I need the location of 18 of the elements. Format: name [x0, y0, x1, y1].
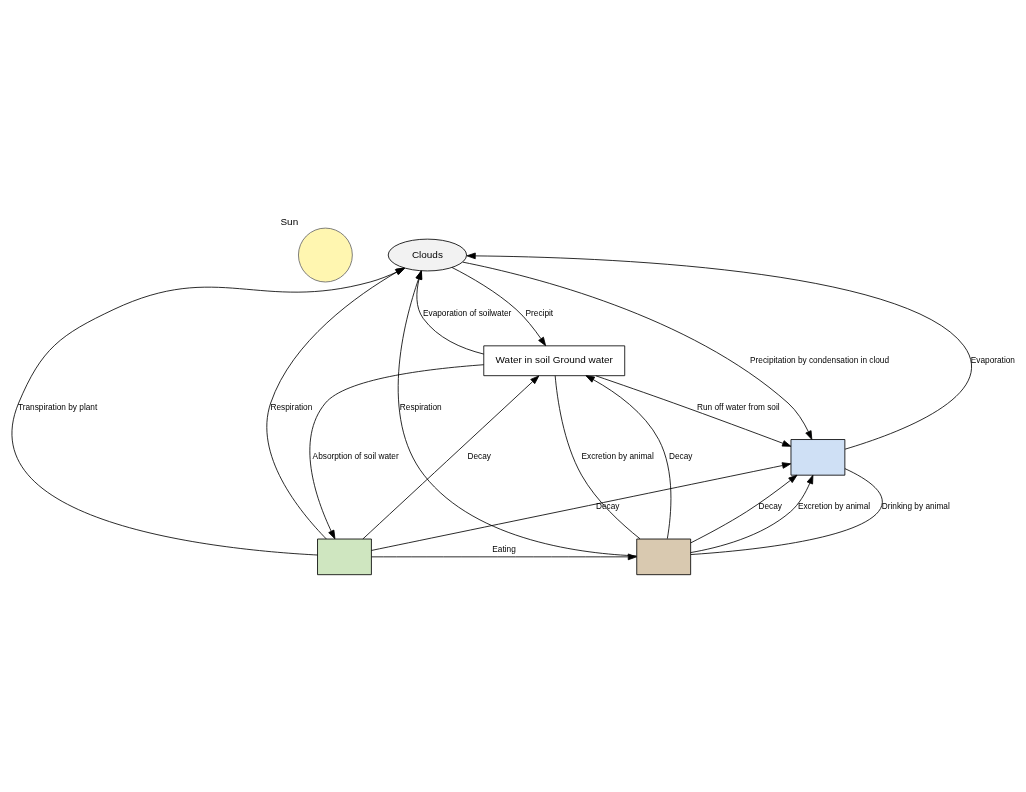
edge-label: Excretion by animal: [581, 451, 654, 462]
edge-label: Decay: [595, 501, 620, 512]
edge-label: Eating: [492, 543, 516, 554]
edge-label: Run off water from soil: [696, 401, 780, 412]
edge-label: Precipit: [525, 307, 554, 318]
edge-label: Transpiration by plant: [17, 401, 98, 412]
edge-label: Respiration: [270, 401, 313, 412]
edge-label: Drinking by animal: [881, 501, 950, 512]
edge-label: Decay: [668, 451, 693, 462]
node-label: Sun: [280, 216, 299, 228]
edge-label: Evaporation: [970, 354, 1015, 365]
edge-label: Evaporation of soilwater: [422, 307, 512, 318]
edge-label: Decay: [758, 501, 782, 512]
edge-label: Decay: [467, 451, 491, 462]
edge-label: Absorption of soil water: [312, 451, 399, 462]
edge-label: Excretion by animal: [797, 501, 871, 512]
edge-label: Precipitation by condensation in cloud: [750, 354, 890, 365]
edge-label: Respiration: [399, 401, 442, 412]
